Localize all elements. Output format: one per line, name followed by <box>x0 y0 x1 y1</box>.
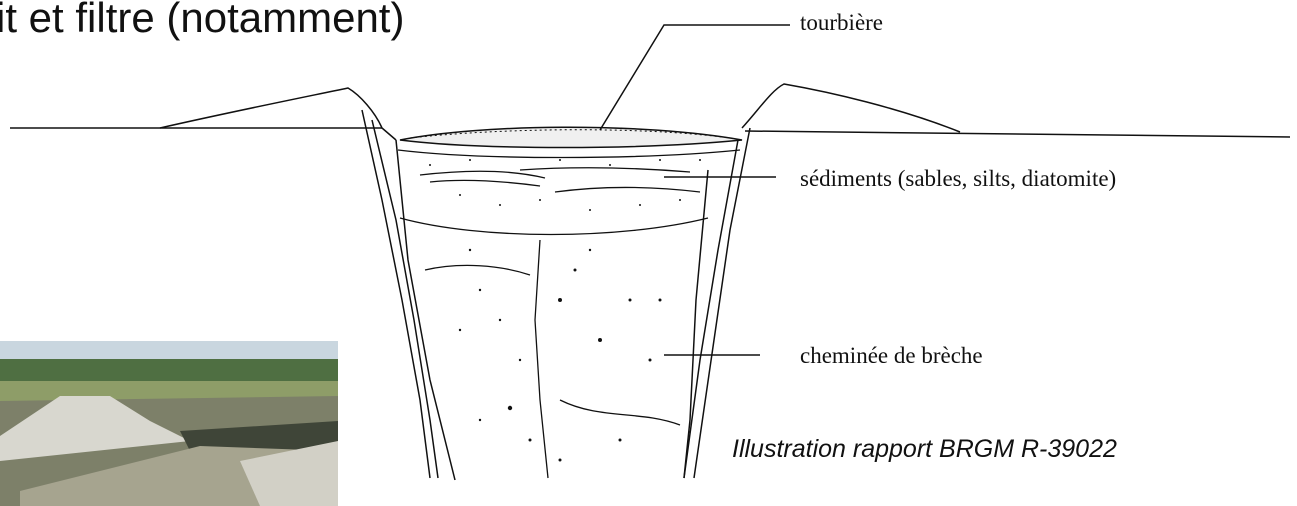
ejecta-rampart-left <box>160 88 396 140</box>
breccia-dots <box>459 249 662 462</box>
breccia-pipe-walls <box>362 110 750 480</box>
label-sediments: sédiments (sables, silts, diatomite) <box>800 166 1116 192</box>
quarry-photo <box>0 341 338 506</box>
figure-caption: Illustration rapport BRGM R-39022 <box>732 435 1117 464</box>
peat-bog-layer <box>400 127 742 147</box>
sediment-layer <box>398 150 740 235</box>
sediment-dots <box>429 159 701 211</box>
ejecta-rampart-right <box>742 84 960 132</box>
label-peat-bog: tourbière <box>800 10 883 36</box>
breccia-fractures <box>425 240 680 478</box>
label-breccia-pipe: cheminée de brèche <box>800 343 983 369</box>
